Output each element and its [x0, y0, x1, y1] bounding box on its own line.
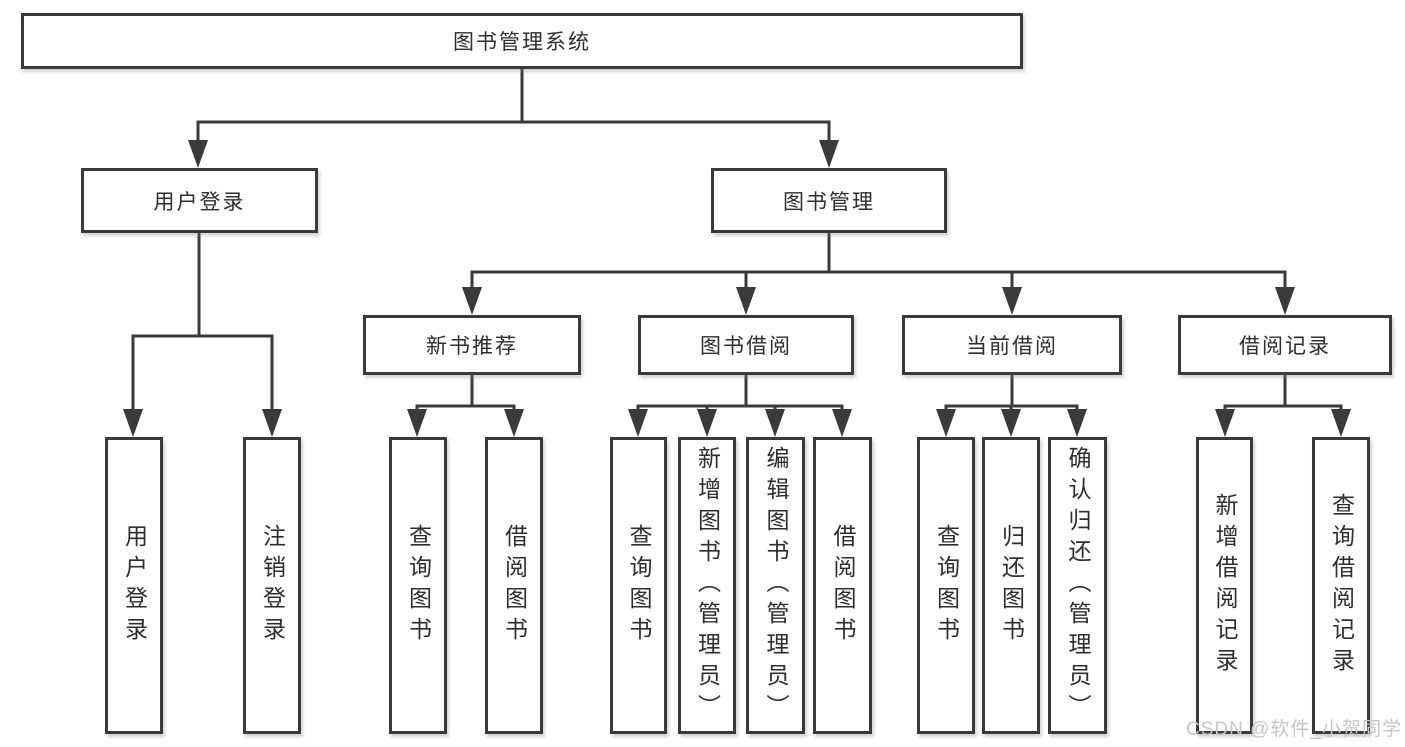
- leaf-current-confirm-return-admin: 确认归还（管理员）: [1048, 437, 1107, 734]
- node-borrowing-records: 借阅记录: [1178, 315, 1392, 375]
- csdn-watermark: CSDN @软件_小贺同学: [1186, 719, 1402, 740]
- leaf-logout: 注销登录: [243, 437, 301, 734]
- node-current-borrowing: 当前借阅: [902, 315, 1122, 375]
- node-book-management: 图书管理: [711, 168, 947, 233]
- node-new-book-recommend: 新书推荐: [363, 315, 581, 375]
- leaf-records-search-borrow-record: 查询借阅记录: [1312, 437, 1370, 734]
- leaf-borrowing-search-books: 查询图书: [610, 437, 667, 734]
- leaf-recommend-search-books: 查询图书: [389, 437, 447, 734]
- leaf-current-search-books: 查询图书: [917, 437, 975, 734]
- leaf-current-return-books: 归还图书: [982, 437, 1040, 734]
- leaf-borrowing-borrow-books: 借阅图书: [813, 437, 872, 734]
- node-library-management-system: 图书管理系统: [21, 13, 1023, 69]
- node-book-borrowing: 图书借阅: [638, 315, 854, 375]
- node-user-login: 用户登录: [81, 168, 318, 233]
- leaf-borrowing-add-books-admin: 新增图书（管理员）: [678, 437, 736, 734]
- leaf-records-add-borrow-record: 新增借阅记录: [1196, 437, 1253, 734]
- leaf-user-login: 用户登录: [105, 437, 163, 734]
- leaf-borrowing-edit-books-admin: 编辑图书（管理员）: [746, 437, 805, 734]
- leaf-recommend-borrow-books: 借阅图书: [485, 437, 543, 734]
- arrowhead-icons: [123, 140, 1351, 437]
